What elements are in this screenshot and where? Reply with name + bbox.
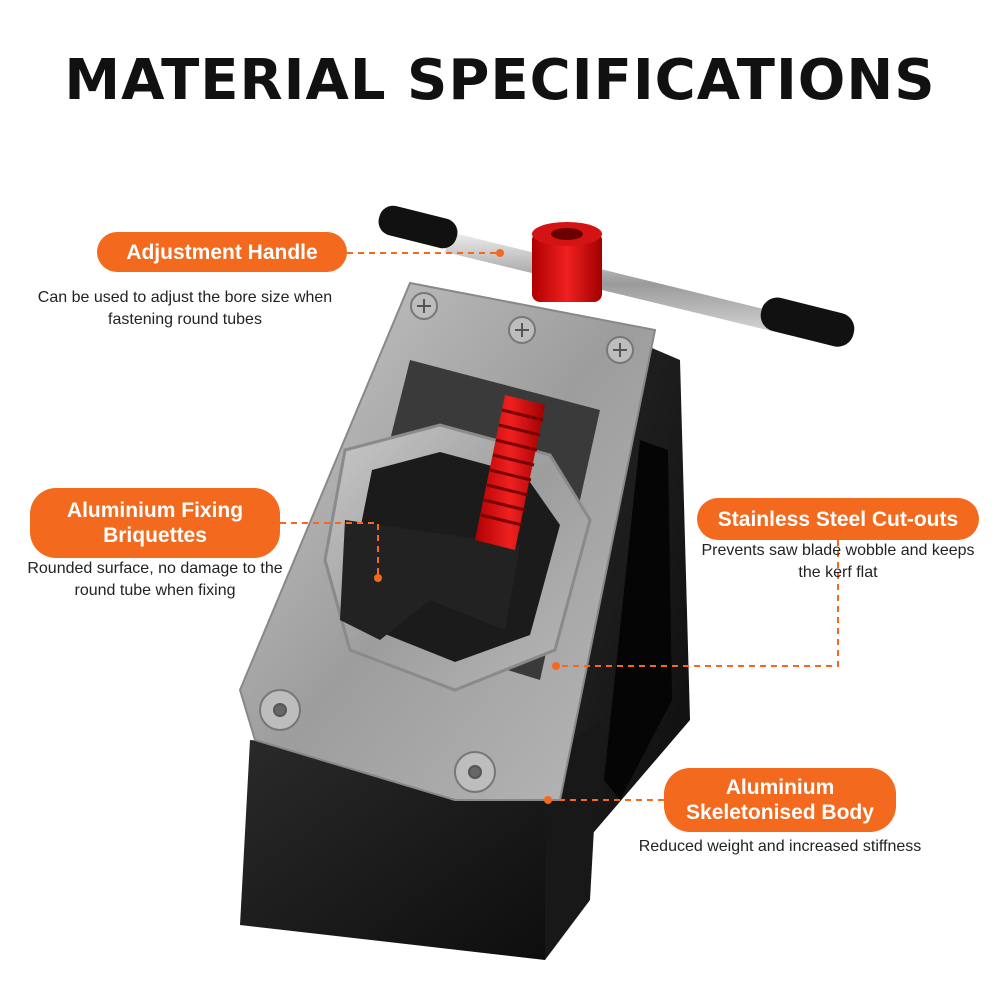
callout-steel-cutouts-description: Prevents saw blade wobble and keeps the … (701, 542, 975, 581)
callout-fixing-briquettes-description: Rounded surface, no damage to the round … (27, 560, 283, 599)
page-title: MATERIAL SPECIFICATIONS (64, 48, 936, 113)
red-threaded-screw (475, 395, 545, 550)
leader-dots (374, 249, 560, 804)
callout-adjustment-handle: Adjustment Handle (97, 232, 347, 272)
callout-skeletonised-body: Aluminium Skeletonised Body (664, 768, 896, 832)
adjustment-handle (378, 205, 855, 347)
callout-adjustment-handle-description: Can be used to adjust the bore size when… (37, 289, 333, 328)
leader-lines (280, 252, 839, 801)
callout-skeletonised-body-description: Reduced weight and increased stiffness (638, 838, 922, 855)
callout-fixing-briquettes: Aluminium Fixing Briquettes (30, 488, 280, 558)
callout-steel-cutouts: Stainless Steel Cut-outs (697, 498, 979, 540)
